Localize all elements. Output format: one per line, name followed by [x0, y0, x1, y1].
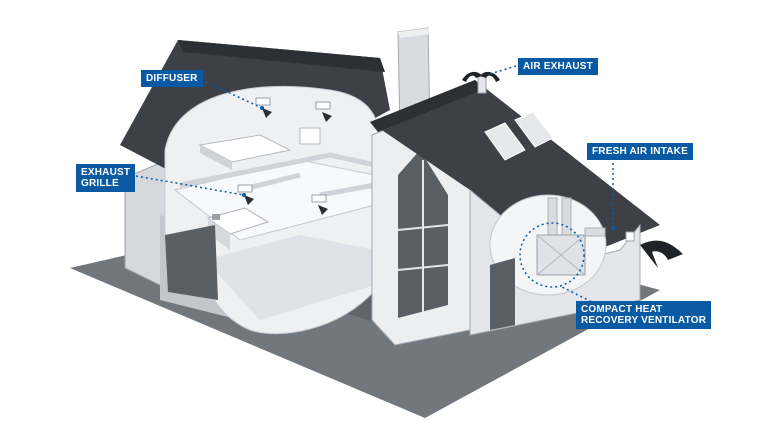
label-air-exhaust: AIR EXHAUST: [518, 58, 598, 75]
leader-lines: [135, 65, 614, 307]
label-exhaust-grille-line2: GRILLE: [81, 178, 119, 189]
air-flow-arrow-icon: [244, 108, 332, 215]
exhaust-cap: [477, 74, 487, 94]
label-exhaust-grille: EXHAUST GRILLE: [76, 164, 136, 192]
bed: [198, 134, 292, 163]
right-roof-ridge: [370, 80, 482, 132]
label-hrv-line1: COMPACT HEAT: [581, 304, 663, 315]
intake-arrow-icon: [640, 240, 683, 268]
left-window: [165, 225, 218, 300]
interior-lower-floor: [205, 235, 375, 320]
label-diffuser: DIFFUSER: [141, 70, 203, 87]
exhaust-arrow-icon: [462, 71, 500, 82]
wall-panel: [299, 127, 321, 145]
chimney-top: [398, 28, 430, 38]
left-roof-ridge: [178, 40, 385, 72]
hrv-core-2: [536, 234, 586, 276]
right-door: [490, 258, 515, 330]
label-heat-recovery-ventilator: COMPACT HEAT RECOVERY VENTILATOR: [576, 301, 712, 329]
sink: [212, 214, 220, 220]
skylight-1: [484, 122, 526, 161]
label-fresh-air-intake: FRESH AIR INTAKE: [587, 143, 693, 160]
label-exhaust-grille-line1: EXHAUST: [81, 167, 131, 178]
vent-fittings: [237, 97, 331, 203]
label-air-exhaust-text: AIR EXHAUST: [523, 61, 593, 72]
intake-grille: [625, 231, 635, 242]
label-hrv-line2: RECOVERY VENTILATOR: [581, 315, 707, 326]
window-mullions: [397, 160, 449, 312]
label-fresh-air-intake-text: FRESH AIR INTAKE: [592, 146, 688, 157]
bed-side: [200, 145, 232, 170]
leader-dots: [242, 106, 615, 230]
label-diffuser-text: DIFFUSER: [146, 73, 198, 84]
skylight-2: [514, 111, 554, 148]
